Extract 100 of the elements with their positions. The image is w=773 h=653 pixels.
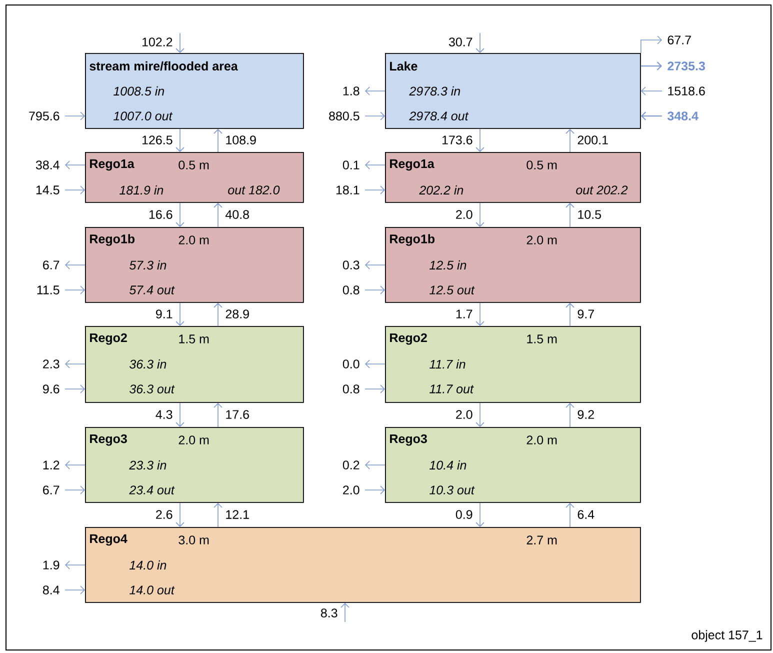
edge-label: 173.6: [440, 134, 474, 146]
edge-label: 67.7: [666, 34, 693, 46]
edge-label: 102.2: [140, 36, 174, 48]
edge-label: 2.0: [341, 484, 361, 496]
arrow: [340, 602, 350, 622]
edge-label: 11.5: [35, 284, 61, 296]
layer-box: Rego2 1.5 m 36.3 in 36.3 out: [85, 326, 304, 403]
arrow: [365, 86, 386, 96]
arrow: [476, 502, 484, 527]
arrow: [640, 62, 662, 70]
edge-label: 348.4: [666, 110, 700, 122]
arrow: [65, 460, 86, 470]
arrow: [365, 360, 386, 368]
edge-label: 200.1: [576, 134, 610, 146]
arrow: [476, 402, 484, 427]
edge-label: 126.5: [140, 134, 174, 146]
edge-label: 14.5: [34, 184, 61, 196]
layer-box: Rego3 2.0 m 23.3 in 23.4 out: [85, 427, 304, 503]
arrow: [176, 128, 184, 152]
edge-label: 6.7: [41, 260, 61, 270]
arrow: [214, 202, 222, 228]
arrow: [364, 286, 385, 294]
arrow: [365, 460, 386, 470]
arrow: [364, 186, 385, 194]
edge-label: 1.9: [41, 560, 61, 570]
edge-label: 6.7: [41, 484, 61, 496]
edge-label: 880.5: [328, 110, 361, 122]
arrow: [365, 160, 386, 170]
layer-box: Lake 2978.3 in 2978.4 out: [385, 53, 641, 129]
edge-label: 0.8: [341, 284, 361, 296]
edge-label: 9.6: [41, 384, 61, 394]
arrow: [65, 260, 86, 270]
edge-label: 9.1: [154, 308, 174, 320]
arrow: [214, 502, 222, 528]
arrow: [65, 360, 86, 368]
edge-label: 38.4: [34, 160, 61, 170]
arrow: [176, 502, 184, 527]
edge-label: 2.6: [154, 509, 174, 520]
edge-label: 2.0: [454, 209, 474, 220]
arrow: [476, 302, 484, 326]
arrow: [176, 32, 184, 53]
layer-box: Rego1a 0.5 m 202.2 in out 202.2: [385, 152, 641, 203]
edge-label: 0.1: [341, 160, 361, 170]
edge-label: 30.7: [447, 36, 474, 48]
arrow: [566, 302, 574, 326]
edge-label: 1518.6: [666, 86, 706, 96]
edge-label: 2.0: [454, 409, 474, 420]
arrow: [64, 586, 85, 594]
edge-label: 9.2: [576, 409, 596, 420]
edge-label: 2735.3: [666, 60, 706, 72]
layer-box: Rego3 2.0 m 10.4 in 10.3 out: [385, 427, 641, 503]
arrow: [640, 86, 662, 96]
arrow: [476, 128, 484, 152]
edge-label: 40.8: [224, 209, 251, 220]
arrow: [176, 302, 184, 326]
edge-label: 8.3: [319, 608, 339, 618]
arrow: [64, 186, 85, 194]
layer-box: Rego1b 2.0 m 57.3 in 57.4 out: [85, 227, 304, 303]
arrow: [214, 402, 222, 428]
edge-label: 0.9: [454, 509, 474, 520]
arrow: [65, 560, 86, 570]
edge-label: 108.9: [224, 134, 258, 146]
edge-label: 1.7: [454, 308, 474, 320]
edge-label: 1.2: [41, 460, 61, 470]
arrow: [364, 112, 385, 120]
arrow: [640, 112, 662, 120]
edge-label: 0.8: [341, 384, 361, 394]
edge-label: 4.3: [154, 409, 174, 420]
arrow: [476, 32, 484, 53]
arrow: [214, 302, 222, 326]
arrow: [65, 160, 86, 170]
edge-label: 12.1: [224, 509, 251, 520]
arrow: [566, 202, 574, 228]
edge-label: 28.9: [224, 308, 251, 320]
edge-label: 1.8: [341, 86, 361, 96]
arrow: [365, 260, 386, 270]
edge-label: 6.4: [576, 509, 596, 520]
edge-label: 795.6: [28, 110, 61, 122]
arrow: [64, 384, 85, 394]
layer-box: Rego1a 0.5 m 181.9 in out 182.0: [85, 152, 304, 203]
arrow: [640, 36, 662, 54]
layer-box: Rego1b 2.0 m 12.5 in 12.5 out: [385, 227, 641, 303]
arrow: [64, 286, 85, 294]
edge-label: 8.4: [41, 584, 61, 596]
arrow: [566, 502, 574, 528]
arrow: [176, 202, 184, 227]
edge-label: 0.3: [341, 260, 361, 270]
arrow: [476, 202, 484, 227]
note-label: object 157_1: [692, 630, 762, 642]
arrow: [64, 112, 85, 120]
arrow: [364, 486, 385, 494]
layer-box: Rego2 1.5 m 11.7 in 11.7 out: [385, 326, 641, 403]
edge-label: 16.6: [147, 209, 174, 220]
edge-label: 0.2: [341, 460, 361, 470]
edge-label: 17.6: [224, 409, 251, 420]
arrow: [176, 402, 184, 427]
arrow: [364, 384, 385, 394]
edge-label: 10.5: [576, 209, 603, 220]
arrow: [566, 128, 574, 152]
edge-label: 2.3: [41, 358, 61, 370]
